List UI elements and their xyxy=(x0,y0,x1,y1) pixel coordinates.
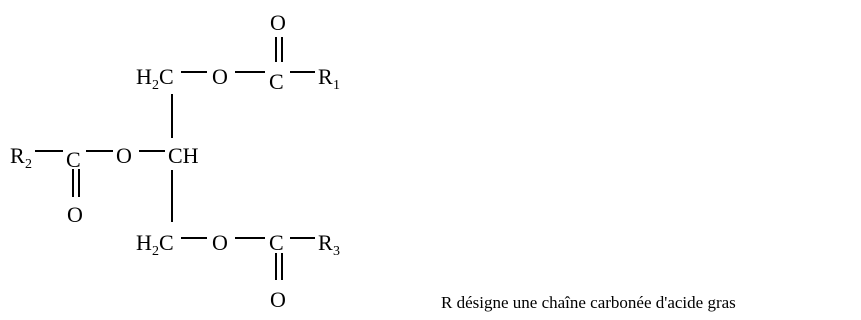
middle-ester-group: R 2 C O CH O xyxy=(10,143,199,227)
bottom-ester-oxygen: O xyxy=(212,230,228,255)
top-carbonyl-oxygen: O xyxy=(270,10,286,35)
top-r-subscript: 1 xyxy=(333,78,340,93)
middle-ester-oxygen: O xyxy=(116,143,132,168)
top-carbonyl-carbon: C xyxy=(269,69,284,94)
top-ester-oxygen: O xyxy=(212,64,228,89)
top-ester-group: O H 2 C O C R 1 xyxy=(136,10,340,94)
top-r-group: R xyxy=(318,64,333,89)
bottom-ch2-c: C xyxy=(159,230,174,255)
middle-ch: CH xyxy=(168,143,199,168)
bottom-ch2-subscript: 2 xyxy=(152,244,159,259)
top-ch2-c: C xyxy=(159,64,174,89)
middle-carbonyl-carbon: C xyxy=(66,147,81,172)
top-ch2-subscript: 2 xyxy=(152,78,159,93)
bottom-ester-group: H 2 C O C R 3 O xyxy=(136,230,340,312)
bottom-ch2-h: H xyxy=(136,230,152,255)
middle-carbonyl-oxygen: O xyxy=(67,202,83,227)
top-ch2-h: H xyxy=(136,64,152,89)
middle-r-group: R xyxy=(10,143,25,168)
bottom-carbonyl-oxygen: O xyxy=(270,287,286,312)
bottom-carbonyl-carbon: C xyxy=(269,230,284,255)
bottom-r-subscript: 3 xyxy=(333,244,340,259)
middle-r-subscript: 2 xyxy=(25,157,32,172)
bottom-r-group: R xyxy=(318,230,333,255)
r-group-caption: R désigne une chaîne carbonée d'acide gr… xyxy=(441,293,736,312)
